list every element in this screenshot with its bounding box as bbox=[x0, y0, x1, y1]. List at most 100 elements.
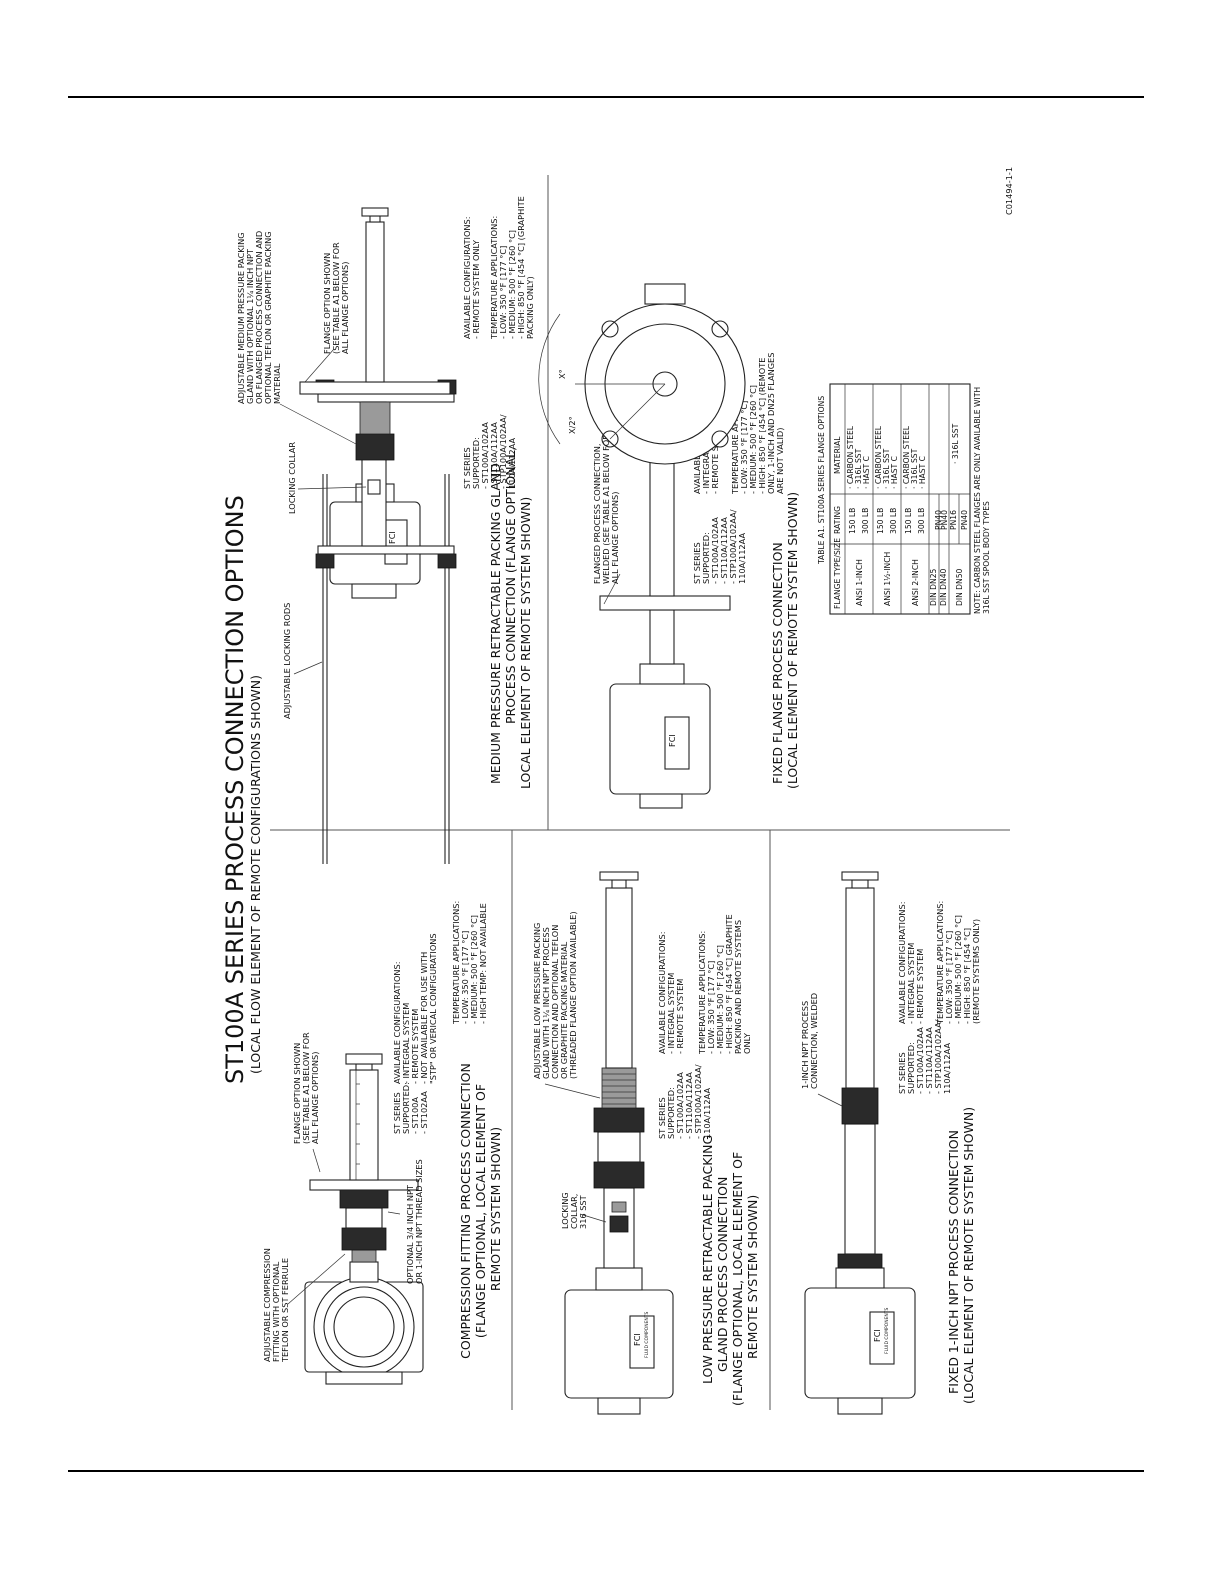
callout-locking-collar: LOCKING COLLAR bbox=[287, 442, 297, 514]
medium-caption: MEDIUM PRESSURE RETRACTABLE PACKING GLAN… bbox=[488, 443, 533, 789]
npt-series-supported: ST SERIES SUPPORTED: - ST100A/102AA - ST… bbox=[897, 1017, 952, 1094]
nameplate-brand: FCI bbox=[667, 734, 677, 747]
medium-configurations: AVAILABLE CONFIGURATIONS: - REMOTE SYSTE… bbox=[462, 214, 481, 339]
sensor-tip bbox=[361, 207, 389, 217]
medium-series-supported: ST SERIES SUPPORTED: - ST100A/102AA - ST… bbox=[462, 412, 517, 489]
callout-locking-rods: ADJUSTABLE LOCKING RODS bbox=[282, 603, 292, 719]
svg-text:DIN DN50: DIN DN50 bbox=[955, 568, 964, 606]
table-row: ANSI 1½-INCH 150 LB 300 LB · CARBON STEE… bbox=[874, 384, 902, 614]
flange bbox=[599, 595, 731, 611]
svg-text:· HAST C: · HAST C bbox=[862, 456, 871, 489]
probe-shaft bbox=[844, 1123, 876, 1255]
svg-text:DIN DN40: DIN DN40 bbox=[939, 568, 948, 606]
bolt-hole bbox=[711, 320, 729, 338]
fixed-npt-view: FCI FLUID COMPONENTS 1-INCH NPT PROCESS … bbox=[800, 871, 981, 1415]
bolt-hole bbox=[601, 320, 619, 338]
svg-text:PN40: PN40 bbox=[940, 510, 949, 530]
fixed-flange-temperatures: TEMPERATURE APPLICATIONS: - LOW: 350 °F … bbox=[730, 350, 785, 495]
callout-locking-collar: LOCKING COLLAR, 316 SST bbox=[560, 1190, 588, 1229]
yoke-plate bbox=[317, 545, 455, 555]
probe-extension bbox=[649, 455, 675, 597]
probe-shaft bbox=[649, 609, 675, 665]
compression-fitting bbox=[341, 1227, 387, 1251]
nameplate bbox=[629, 1315, 655, 1369]
low-pressure-gland-view: FCI FLUID COMPONENTS LOCKING COLLAR, bbox=[532, 871, 760, 1415]
svg-text:· 316L SST: · 316L SST bbox=[951, 423, 960, 464]
compression-fitting-view: ADJUSTABLE COMPRESSION FITTING WITH OPTI… bbox=[262, 898, 503, 1385]
nameplate-brand: FCI bbox=[872, 1329, 882, 1342]
table-row: ANSI 1-INCH 150 LB 300 LB · CARBON STEEL… bbox=[846, 384, 874, 614]
svg-text:· HAST C: · HAST C bbox=[890, 456, 899, 489]
locking-collar bbox=[367, 479, 381, 495]
svg-text:· 316L SST: · 316L SST bbox=[910, 448, 919, 489]
table-row: DIN DN25 PN40 bbox=[929, 494, 943, 614]
compression-caption: COMPRESSION FITTING PROCESS CONNECTION (… bbox=[458, 1059, 503, 1359]
page-title: ST100A SERIES PROCESS CONNECTION OPTIONS bbox=[221, 495, 249, 1084]
probe-extension bbox=[605, 887, 633, 1069]
fixed-flange-view: FCI FLANGED PROCESS CONNECTION, WELDED (… bbox=[538, 283, 800, 809]
enclosure-base bbox=[325, 1371, 403, 1385]
svg-text:ANSI 1½-INCH: ANSI 1½-INCH bbox=[883, 552, 892, 606]
npt-caption: FIXED 1-INCH NPT PROCESS CONNECTION (LOC… bbox=[946, 1107, 976, 1404]
table-title: TABLE A1. ST100A SERIES FLANGE OPTIONS bbox=[817, 396, 826, 565]
enclosure-body bbox=[564, 1289, 674, 1399]
svg-text:150 LB: 150 LB bbox=[876, 508, 885, 534]
page-subtitle: (LOCAL FLOW ELEMENT OF REMOTE CONFIGURAT… bbox=[248, 675, 263, 1074]
probe-extension bbox=[845, 887, 875, 1089]
svg-text:DIN DN25: DIN DN25 bbox=[929, 568, 938, 606]
dimension-half-angle: X/2° bbox=[567, 416, 577, 434]
nameplate-company: FLUID COMPONENTS bbox=[884, 1307, 890, 1354]
enclosure-end-cover bbox=[313, 1276, 415, 1378]
svg-text:· CARBON STEEL: · CARBON STEEL bbox=[846, 425, 855, 489]
svg-text:· 316L SST: · 316L SST bbox=[854, 448, 863, 489]
dimension-x-angle: X° bbox=[557, 369, 567, 379]
callout-low-pressure-gland: ADJUSTABLE LOW PRESSURE PACKING GLAND WI… bbox=[532, 911, 578, 1079]
medium-temperatures: TEMPERATURE APPLICATIONS: - LOW: 350 °F … bbox=[489, 194, 535, 340]
nameplate bbox=[869, 1311, 895, 1365]
enclosure-body bbox=[609, 683, 711, 795]
probe-extension bbox=[365, 221, 385, 383]
yoke-plate bbox=[317, 393, 455, 403]
svg-text:· CARBON STEEL: · CARBON STEEL bbox=[902, 425, 911, 489]
sensor-tip bbox=[841, 871, 879, 881]
bolt-hole bbox=[601, 430, 619, 448]
npt-connection bbox=[841, 1087, 879, 1125]
table-row: DIN DN50 PN16 PN40 · 316L SST bbox=[949, 423, 969, 606]
nameplate-brand: FCI bbox=[632, 1333, 642, 1346]
svg-text:· CARBON STEEL: · CARBON STEEL bbox=[874, 425, 883, 489]
npt-temperatures: TEMPERATURE APPLICATIONS: - LOW: 350 °F … bbox=[935, 898, 981, 1025]
nameplate-company: FLUID COMPONENTS bbox=[644, 1311, 650, 1358]
callout-flange-option: FLANGE OPTION SHOWN (SEE TABLE A1 BELOW … bbox=[292, 1030, 320, 1144]
low-pressure-temperatures: TEMPERATURE APPLICATIONS: - LOW: 350 °F … bbox=[697, 912, 752, 1055]
probe-shaft bbox=[349, 1069, 379, 1181]
medium-pressure-gland-view: FCI ADJUSTABLE LOCKING RODS bbox=[236, 194, 535, 864]
table-note: NOTE: CARBON STEEL FLANGES ARE ONLY AVAI… bbox=[973, 385, 991, 615]
svg-text:300 LB: 300 LB bbox=[917, 508, 926, 534]
svg-text:PN16: PN16 bbox=[949, 510, 958, 530]
packing-gland-nut bbox=[355, 433, 395, 461]
compression-series-supported: ST SERIES SUPPORTED: - ST100A - ST102AA bbox=[392, 1080, 429, 1134]
compression-temperatures: TEMPERATURE APPLICATIONS: - LOW: 350 °F … bbox=[451, 898, 488, 1025]
sensor-tip bbox=[345, 1053, 383, 1065]
svg-text:PN40: PN40 bbox=[934, 510, 943, 530]
flange bbox=[299, 381, 451, 395]
bottom-rule bbox=[68, 1470, 1144, 1472]
nameplate-brand: FCI bbox=[387, 531, 397, 544]
svg-text:300 LB: 300 LB bbox=[861, 508, 870, 534]
callout-thread-sizes: OPTIONAL 3/4 INCH NPT OR 1-INCH NPT THRE… bbox=[405, 1159, 424, 1284]
callout-fixed-flange: FLANGED PROCESS CONNECTION, WELDED (SEE … bbox=[592, 431, 620, 584]
fixed-flange-caption: FIXED FLANGE PROCESS CONNECTION (LOCAL E… bbox=[770, 492, 800, 789]
table-header-material: MATERIAL bbox=[833, 436, 842, 474]
low-pressure-configurations: AVAILABLE CONFIGURATIONS: - INTEGRAL SYS… bbox=[657, 929, 685, 1054]
callout-medium-pressure-gland: ADJUSTABLE MEDIUM PRESSURE PACKING GLAND… bbox=[236, 228, 282, 404]
locking-collar bbox=[609, 1215, 629, 1233]
top-rule bbox=[68, 96, 1144, 98]
table-row: DIN DN40 PN40 bbox=[939, 384, 950, 614]
svg-text:ANSI 1-INCH: ANSI 1-INCH bbox=[855, 559, 864, 606]
flange-options-table: TABLE A1. ST100A SERIES FLANGE OPTIONS F… bbox=[817, 383, 991, 615]
table-header-rating: RATING bbox=[833, 506, 842, 534]
table-row: ANSI 2-INCH 150 LB 300 LB · CARBON STEEL… bbox=[902, 384, 930, 614]
svg-text:· 316L SST: · 316L SST bbox=[882, 448, 891, 489]
svg-text:300 LB: 300 LB bbox=[889, 508, 898, 534]
